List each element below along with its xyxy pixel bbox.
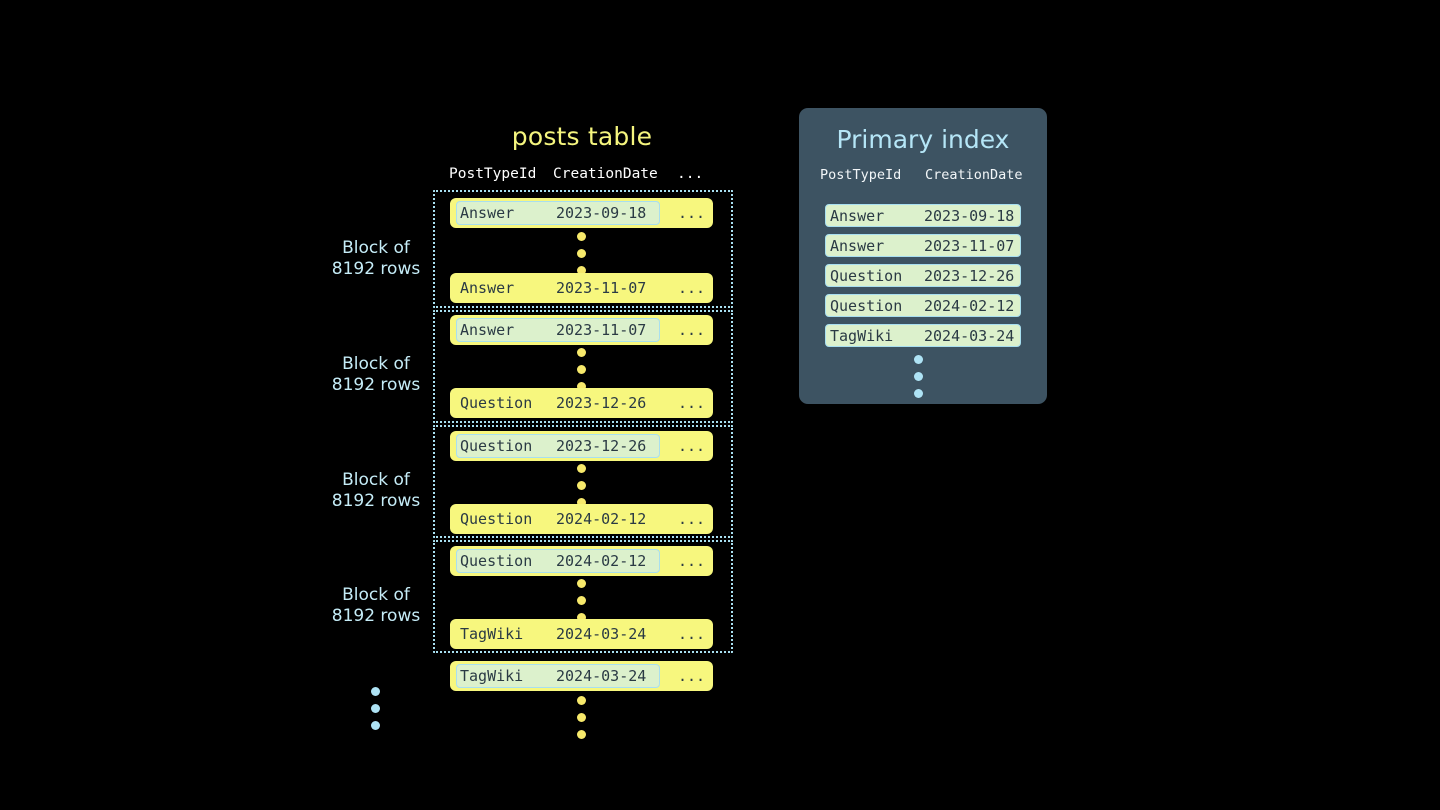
- cell-ellipsis: ...: [678, 279, 706, 297]
- primary-index-panel: Primary index PostTypeId CreationDate An…: [799, 108, 1047, 404]
- cell-creationdate: 2024-03-24: [556, 625, 647, 643]
- table-row-cells: TagWiki 2024-03-24: [456, 664, 660, 688]
- cell-ellipsis: ...: [678, 552, 706, 570]
- index-cell-creationdate: 2023-11-07: [924, 236, 1015, 255]
- index-cell-creationdate: 2023-12-26: [924, 266, 1015, 285]
- index-cell-posttypeid: TagWiki: [830, 326, 894, 345]
- cell-posttypeid: Question: [460, 510, 533, 528]
- cell-ellipsis: ...: [678, 510, 706, 528]
- table-row: Question 2024-02-12 ...: [450, 546, 713, 576]
- block-label-4-line2: 8192 rows: [331, 606, 421, 626]
- posts-table-column-headers: PostTypeId CreationDate ...: [449, 166, 714, 186]
- row-gap-dots: [577, 464, 586, 515]
- cell-creationdate: 2023-11-07: [556, 279, 647, 297]
- index-entry-row: Question 2023-12-26: [825, 264, 1021, 287]
- index-cell-posttypeid: Question: [830, 266, 903, 285]
- cell-creationdate: 2024-02-12: [556, 510, 647, 528]
- index-cell-posttypeid: Question: [830, 296, 903, 315]
- table-row-cells: Question 2024-02-12: [456, 549, 660, 573]
- block-label-1-line1: Block of: [342, 238, 410, 258]
- block-label-2: Block of 8192 rows: [311, 354, 441, 396]
- index-entry-row: Answer 2023-09-18: [825, 204, 1021, 227]
- row-gap-dots: [577, 348, 586, 399]
- block-label-3: Block of 8192 rows: [311, 470, 441, 512]
- table-row: Answer 2023-09-18 ...: [450, 198, 713, 228]
- cell-creationdate: 2023-11-07: [556, 321, 647, 339]
- table-row: TagWiki 2024-03-24 ...: [450, 619, 713, 649]
- index-cell-posttypeid: Answer: [830, 206, 885, 225]
- cell-ellipsis: ...: [678, 625, 706, 643]
- cell-creationdate: 2023-09-18: [556, 204, 647, 222]
- table-row-cells: TagWiki 2024-03-24: [456, 622, 660, 646]
- index-entry-row: Answer 2023-11-07: [825, 234, 1021, 257]
- index-continuation-dots: [914, 355, 923, 406]
- table-row-cells: Answer 2023-09-18: [456, 201, 660, 225]
- table-row-cells: Question 2023-12-26: [456, 434, 660, 458]
- cell-creationdate: 2024-03-24: [556, 667, 647, 685]
- block-frame-4: [433, 540, 733, 653]
- table-row-cells: Answer 2023-11-07: [456, 318, 660, 342]
- cell-creationdate: 2023-12-26: [556, 394, 647, 412]
- table-row: Answer 2023-11-07 ...: [450, 273, 713, 303]
- block-label-4: Block of 8192 rows: [311, 585, 441, 627]
- row-gap-dots: [577, 232, 586, 283]
- block-label-2-line1: Block of: [342, 354, 410, 374]
- block-label-3-line1: Block of: [342, 470, 410, 490]
- cell-posttypeid: TagWiki: [460, 625, 524, 643]
- cell-posttypeid: Answer: [460, 321, 515, 339]
- index-cell-creationdate: 2024-03-24: [924, 326, 1015, 345]
- cell-posttypeid: TagWiki: [460, 667, 524, 685]
- index-column-header-posttypeid: PostTypeId: [820, 167, 902, 183]
- index-cell-creationdate: 2023-09-18: [924, 206, 1015, 225]
- block-frame-2: [433, 310, 733, 423]
- block-label-4-line1: Block of: [342, 585, 410, 605]
- row-gap-dots: [577, 579, 586, 630]
- index-cell-creationdate: 2024-02-12: [924, 296, 1015, 315]
- block-frame-1: [433, 190, 733, 308]
- posts-table-title: posts table: [511, 122, 653, 151]
- block-label-1-line2: 8192 rows: [331, 259, 421, 279]
- cell-posttypeid: Question: [460, 394, 533, 412]
- cell-ellipsis: ...: [678, 394, 706, 412]
- table-row-cells: Question 2023-12-26: [456, 391, 660, 415]
- blocks-continuation-dots: [371, 687, 380, 738]
- block-label-1: Block of 8192 rows: [311, 238, 441, 280]
- column-header-creationdate: CreationDate: [553, 166, 658, 182]
- cell-posttypeid: Answer: [460, 204, 515, 222]
- block-label-3-line2: 8192 rows: [331, 491, 421, 511]
- cell-ellipsis: ...: [678, 204, 706, 222]
- cell-creationdate: 2024-02-12: [556, 552, 647, 570]
- table-row-cells: Question 2024-02-12: [456, 507, 660, 531]
- cell-ellipsis: ...: [678, 321, 706, 339]
- cell-posttypeid: Question: [460, 552, 533, 570]
- cell-posttypeid: Question: [460, 437, 533, 455]
- primary-index-column-headers: PostTypeId CreationDate: [820, 167, 1040, 187]
- table-row: TagWiki 2024-03-24 ...: [450, 661, 713, 691]
- table-row-cells: Answer 2023-11-07: [456, 276, 660, 300]
- index-cell-posttypeid: Answer: [830, 236, 885, 255]
- table-row: Question 2023-12-26 ...: [450, 431, 713, 461]
- index-entry-row: TagWiki 2024-03-24: [825, 324, 1021, 347]
- cell-ellipsis: ...: [678, 437, 706, 455]
- table-row: Answer 2023-11-07 ...: [450, 315, 713, 345]
- table-row: Question 2024-02-12 ...: [450, 504, 713, 534]
- block-label-2-line2: 8192 rows: [331, 375, 421, 395]
- column-header-ellipsis: ...: [677, 166, 704, 182]
- cell-posttypeid: Answer: [460, 279, 515, 297]
- cell-ellipsis: ...: [678, 667, 706, 685]
- cell-creationdate: 2023-12-26: [556, 437, 647, 455]
- block-frame-3: [433, 425, 733, 538]
- table-continuation-dots: [577, 696, 586, 747]
- index-entry-row: Question 2024-02-12: [825, 294, 1021, 317]
- column-header-posttypeid: PostTypeId: [449, 166, 537, 182]
- primary-index-title: Primary index: [836, 125, 1010, 154]
- index-column-header-creationdate: CreationDate: [925, 167, 1023, 183]
- table-row: Question 2023-12-26 ...: [450, 388, 713, 418]
